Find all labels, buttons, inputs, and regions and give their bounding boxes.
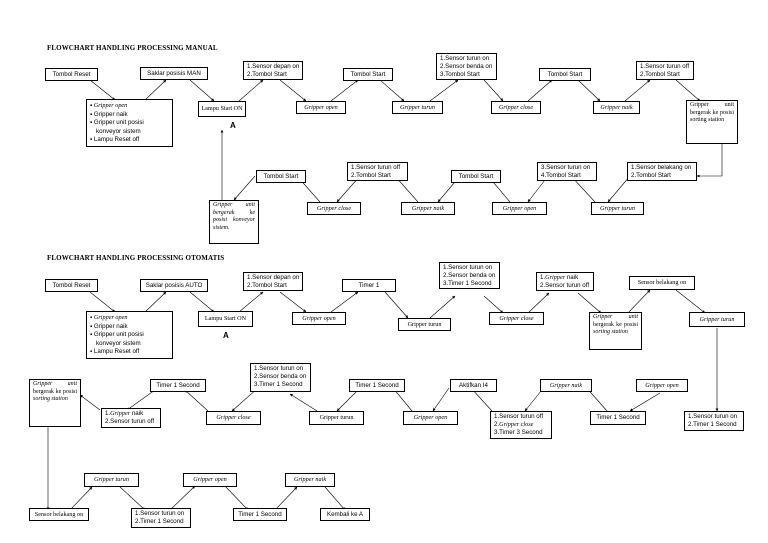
manual-gripper-unit-konveyor: Gripper unit bergerak ke posisi konveyor… [209,200,259,244]
manual-label-a: A [230,121,236,130]
otomatis-timer-1-second-4: Timer 1 Second [233,508,287,521]
otomatis-gripper-turun-4: Gripper turun [84,473,139,487]
list-item: ▪ Lampu Reset off [90,348,140,355]
manual-lampu-start: Lampu Start ON [198,101,246,117]
list-item: ▪ Gripper open [90,314,128,321]
otomatis-gripper-open-4: Gripper open [183,473,237,487]
list-item: ▪ Gripper unit posisi konveyor sistem [90,119,144,135]
otomatis-timer-1-second-3: Timer 1 Second [590,411,646,425]
manual-flowchart-title: FLOWCHART HANDLING PROCESSING MANUAL [47,44,218,52]
manual-gripper-open-1: Gripper open [296,101,346,114]
otomatis-gripper-turun-3: Gripper turun [309,411,364,425]
otomatis-tombol-reset: Tombol Reset [45,279,98,292]
otomatis-gripper-open-3: Gripper open [636,379,688,392]
otomatis-gripper-unit-sorting: Gripper unit bergerak ke posisi sorting … [589,312,642,350]
manual-tombol-start-3: Tombol Start [256,170,306,183]
manual-tombol-reset: Tombol Reset [45,68,98,81]
manual-gripper-turun-1: Gripper turun [392,101,443,114]
manual-gripper-close-2: Gripper close [307,202,361,215]
list-item: ▪ Gripper open [90,102,128,109]
otomatis-gripper-open-2: Gripper open [403,411,458,425]
manual-saklar-man: Saklar posisis MAN [140,67,208,80]
list-item: ▪ Gripper naik [90,110,128,118]
otomatis-gripper-turun-2: Gripper turun [689,312,745,327]
otomatis-gripper-turun-1: Gripper turun [398,318,451,331]
otomatis-gripper-close-2: Gripper close [206,411,261,425]
otomatis-sensor-belakang-on-1: Sensor belakang on [629,276,695,290]
manual-gripper-open-2: Gripper open [492,202,547,215]
otomatis-kembali-ke-a: Kembali ke A [320,508,370,521]
list-item: ▪ Gripper unit posisi konveyor sistem [90,331,144,347]
otomatis-timer-1-second-1: Timer 1 Second [150,379,206,392]
otomatis-timer-1: Timer 1 [342,279,396,292]
manual-gripper-naik-1: Gripper naik [593,101,640,114]
manual-reset-actions: ▪ Gripper open ▪ Gripper naik ▪ Gripper … [86,99,173,147]
manual-tombol-start-4: Tombol Start [451,170,501,183]
manual-gripper-unit-sorting: Gripper unit bergerak ke posisi sorting … [686,100,738,144]
manual-gripper-close-1: Gripper close [491,101,541,114]
otomatis-aktifkan-i4: Aktifkan I4 [450,379,497,392]
list-item: ▪ Lampu Reset off [90,136,140,143]
otomatis-gripper-naik-1: Gripper naik [540,379,592,392]
otomatis-gripper-unit-sorting-2: Gripper unit bergerak ke posisi sorting … [29,379,81,427]
otomatis-lampu-start: Lampu Start ON [198,311,253,327]
otomatis-sensor-belakang-on-2: Sensor belakang on [29,508,89,521]
otomatis-label-a: A [223,331,229,340]
otomatis-timer-1-second-2: Timer 1 Second [349,379,405,392]
otomatis-gripper-naik-2: Gripper naik [285,473,335,487]
manual-tombol-start-1: Tombol Start [343,68,393,81]
manual-gripper-naik-2: Gripper naik [401,202,455,215]
manual-gripper-turun-2: Gripper turun [591,202,644,215]
otomatis-reset-actions: ▪ Gripper open ▪ Gripper naik ▪ Gripper … [86,311,173,359]
list-item: ▪ Gripper naik [90,322,128,330]
manual-tombol-start-2: Tombol Start [539,68,591,81]
otomatis-gripper-open-1: Gripper open [292,312,346,325]
otomatis-saklar-auto: Saklar posisis AUTO [140,279,208,292]
otomatis-flowchart-title: FLOWCHART HANDLING PROCESSING OTOMATIS [47,254,225,262]
otomatis-gripper-close-1: Gripper close [489,312,544,325]
